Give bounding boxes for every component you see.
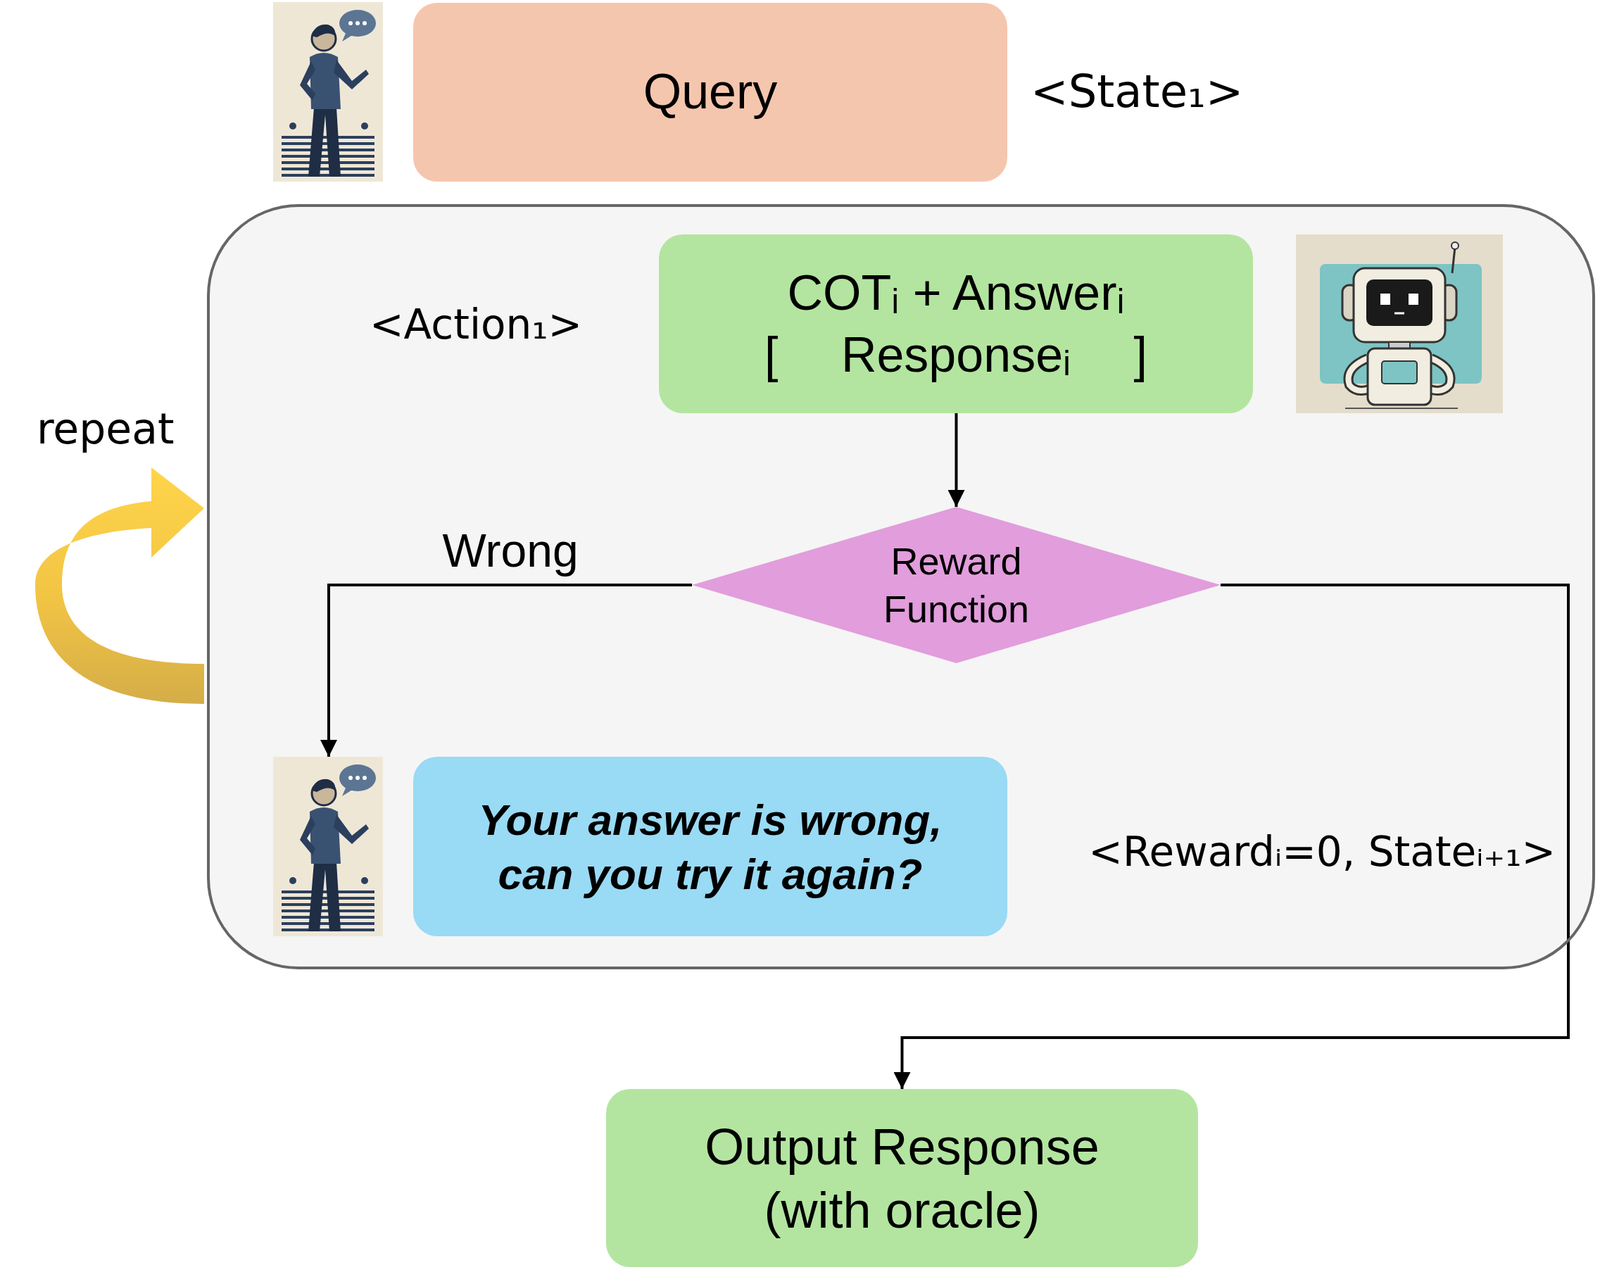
annotation-text: <Rewardᵢ=0, Stateᵢ₊₁>	[1085, 826, 1559, 878]
node-text: Reward Function	[840, 537, 1073, 633]
person-icon	[273, 756, 383, 937]
text-stack: Query	[413, 61, 1008, 124]
text-stack: Your answer is wrong, can you try it aga…	[413, 791, 1008, 902]
decision-diamond: Reward Function	[691, 506, 1221, 664]
node-text: COTᵢ + Answerᵢ	[786, 262, 1125, 325]
text-stack: COTᵢ + Answerᵢ[ Responseᵢ ]	[658, 262, 1253, 386]
node-text: Query	[643, 61, 778, 124]
feedback-box: Your answer is wrong, can you try it aga…	[273, 756, 1008, 937]
fill-layer	[208, 205, 1594, 968]
connector-arrow	[955, 413, 959, 507]
annotation-text: <Action₁>	[366, 299, 585, 351]
state-label: <State₁>	[1030, 63, 1244, 120]
text-stack: Reward Function	[691, 537, 1221, 633]
speech-bubble-box: Your answer is wrong, can you try it aga…	[413, 756, 1008, 937]
diamond-shape	[691, 506, 1221, 664]
person-icon	[273, 2, 383, 182]
robot-icon	[1295, 234, 1503, 414]
edge-label: Wrong	[437, 521, 583, 581]
repeat-arrow	[35, 467, 205, 704]
output-box: Output Response (with oracle)	[606, 1088, 1199, 1268]
response-box: COTᵢ + Answerᵢ[ Responseᵢ ]	[658, 234, 1253, 414]
node-text: Your answer is wrong, can you try it aga…	[435, 791, 985, 902]
diamond-fill	[691, 506, 1221, 664]
edge-layer	[328, 413, 1569, 1089]
loop-container: <Action₁> <Rewardᵢ=0, Stateᵢ₊₁> COTᵢ + Ans…	[206, 204, 1596, 970]
node-text: Output Response (with oracle)	[656, 1115, 1149, 1242]
node-text: [ Responseᵢ ]	[764, 323, 1148, 386]
repeat-label: repeat	[36, 402, 175, 456]
connector-arrow	[328, 584, 692, 757]
text-stack: Output Response (with oracle)	[606, 1115, 1199, 1242]
query-box: Query	[413, 2, 1008, 182]
container-fill	[208, 205, 1594, 968]
